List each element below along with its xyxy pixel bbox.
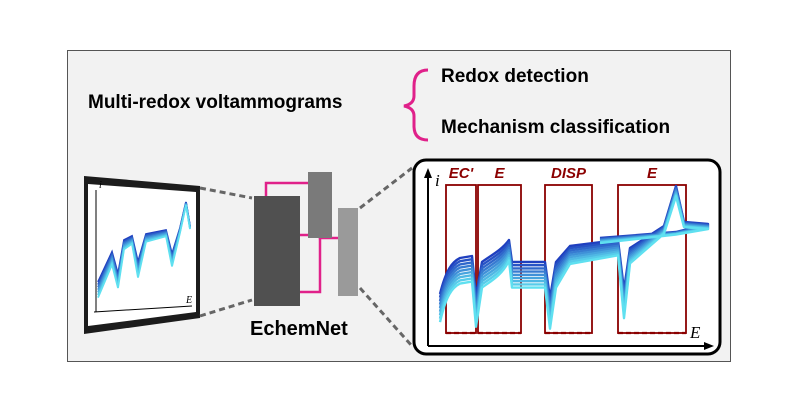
dashed-line-in-bottom bbox=[199, 298, 253, 318]
main-curve-group bbox=[438, 184, 710, 330]
network-label: EchemNet bbox=[250, 318, 348, 340]
network-layer-2 bbox=[308, 172, 332, 238]
segment-box-2 bbox=[477, 184, 522, 334]
small-curve-7 bbox=[97, 204, 191, 298]
small-curve-group bbox=[97, 201, 191, 298]
y-axis-arrow-icon bbox=[424, 168, 432, 178]
main-x-label: E bbox=[689, 323, 701, 342]
segment-box-1 bbox=[445, 184, 477, 334]
small-y-label: i bbox=[99, 180, 102, 191]
dashed-line-out-bottom bbox=[358, 286, 414, 348]
output-mechanism-classification: Mechanism classification bbox=[441, 117, 671, 138]
x-axis-arrow-icon bbox=[704, 342, 714, 350]
network-layer-3 bbox=[338, 208, 358, 296]
segment-label-2: E bbox=[494, 165, 505, 182]
input-title: Multi-redox voltammograms bbox=[88, 92, 343, 113]
small-x-axis bbox=[93, 305, 193, 313]
segment-label-3: DISP bbox=[551, 165, 587, 182]
output-redox-detection: Redox detection bbox=[441, 66, 589, 87]
segment-label-4: E bbox=[647, 165, 658, 182]
segment-boxes: EC' E DISP E bbox=[445, 165, 687, 335]
main-voltammogram: EC' E DISP E i E bbox=[412, 158, 722, 356]
main-curve-9 bbox=[438, 195, 710, 330]
dashed-line-out-top bbox=[359, 166, 413, 210]
network-layer-1 bbox=[254, 196, 300, 306]
small-voltammogram: i E bbox=[84, 176, 200, 334]
curly-brace-icon bbox=[403, 68, 429, 142]
main-y-label: i bbox=[435, 171, 440, 190]
dashed-line-in-top bbox=[199, 186, 253, 200]
small-x-label: E bbox=[185, 295, 192, 306]
segment-label-1: EC' bbox=[449, 165, 474, 182]
